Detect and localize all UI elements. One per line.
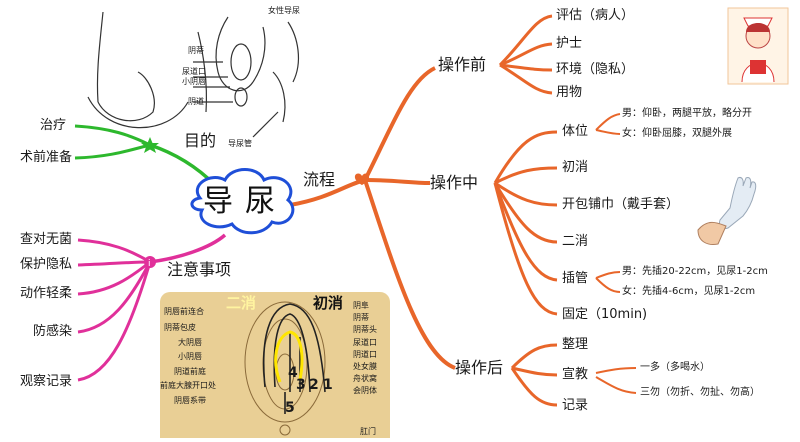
- before-item-4: 用物: [556, 85, 583, 100]
- purpose-label: 目的: [184, 131, 217, 150]
- anatomy-right-1: 阴阜: [353, 301, 369, 310]
- anatomy-right-8: 会阴体: [353, 386, 377, 395]
- notes-item-4: 防感染: [33, 324, 73, 339]
- after-educate: 宣教: [562, 367, 589, 382]
- insert-female: 女：先插4-6cm，见尿1-2cm: [622, 286, 756, 297]
- glove-icon: [697, 177, 757, 245]
- insert-label: 插管: [562, 271, 589, 286]
- notes-item-2: 保护隐私: [20, 257, 73, 272]
- after-tidy: 整理: [562, 337, 589, 352]
- anatomy-right-6: 处女膜: [353, 362, 377, 371]
- educate-three-nots: 三勿（勿折、勿扯、勿高）: [640, 387, 760, 398]
- anatomy-drawing: [244, 301, 326, 436]
- cloud-shape: [190, 168, 295, 235]
- anatomy-diagram: 阴唇前连合 阴蒂包皮 大阴唇 小阴唇 阴道前庭 前庭大腺开口处 阴唇系带 阴阜 …: [160, 292, 390, 438]
- anatomy-left-7: 阴唇系带: [174, 396, 206, 405]
- anatomy-left-6: 前庭大腺开口处: [160, 381, 216, 390]
- before-item-3: 环境（隐私）: [556, 62, 635, 77]
- heart-icon: [354, 173, 370, 185]
- sketch-label-4: 阴道: [188, 97, 204, 106]
- center-title: 导尿: [203, 184, 287, 219]
- order-number-1: 1: [323, 377, 333, 393]
- sketch-label-2: 尿道口: [182, 67, 206, 76]
- purpose-item-2: 术前准备: [20, 150, 73, 165]
- purpose-item-1: 治疗: [40, 118, 67, 133]
- anatomy-left-3: 大阴唇: [178, 338, 202, 347]
- position-label: 体位: [562, 124, 589, 139]
- open-pack: 开包铺巾（戴手套）: [562, 197, 680, 212]
- anatomy-left-4: 小阴唇: [178, 352, 202, 361]
- second-disinfect: 二消: [562, 234, 589, 249]
- sketch-drawing: [87, 11, 299, 138]
- anatomy-right-4: 尿道口: [353, 338, 377, 347]
- anatomy-left-2: 阴蒂包皮: [164, 323, 196, 332]
- sketch-label-3: 小阴唇: [182, 77, 206, 86]
- position-male: 男：仰卧，两腿平放，略分开: [622, 108, 752, 119]
- order-number-2: 2: [309, 377, 319, 393]
- star-icon: [141, 137, 159, 153]
- insert-male: 男：先插20-22cm，见尿1-2cm: [622, 266, 768, 277]
- order-number-4: 4: [288, 365, 298, 381]
- anatomy-left-1: 阴唇前连合: [164, 307, 204, 316]
- stage-after-label: 操作后: [455, 358, 504, 377]
- before-item-2: 护士: [556, 36, 583, 51]
- sketch-label-5: 导尿管: [228, 139, 252, 148]
- notes-label: 注意事项: [167, 260, 232, 279]
- order-number-3: 3: [296, 377, 306, 393]
- anatomy-right-7: 舟状窝: [353, 374, 377, 383]
- nurse-illustration: [722, 2, 794, 88]
- info-icon: [144, 256, 156, 268]
- stage-before-label: 操作前: [438, 55, 487, 74]
- before-item-1: 评估（病人）: [556, 8, 635, 23]
- svg-text:i: i: [148, 259, 151, 269]
- anatomy-right-9: 肛门: [360, 427, 376, 436]
- fix-label: 固定（10min): [562, 307, 648, 322]
- process-label: 流程: [303, 170, 336, 189]
- catheterization-sketch: 女性导尿 阴蒂 尿道口 小阴唇 阴道 导尿管: [78, 2, 323, 152]
- nurse-icon: [727, 7, 789, 85]
- after-record: 记录: [562, 398, 589, 413]
- order-number-5: 5: [285, 400, 295, 416]
- anatomy-right-3: 阴蒂头: [353, 325, 377, 334]
- anatomy-left-5: 阴道前庭: [174, 367, 206, 376]
- first-disinfect: 初消: [562, 160, 589, 175]
- notes-item-5: 观察记录: [20, 374, 73, 389]
- sketch-title: 女性导尿: [268, 6, 300, 15]
- anatomy-right-5: 阴道口: [353, 350, 377, 359]
- anatomy-right-2: 阴蒂: [353, 313, 369, 322]
- overlay-first-disinfect: 初消: [313, 294, 344, 312]
- overlay-second-disinfect: 二消: [226, 294, 257, 312]
- stage-during-label: 操作中: [430, 173, 479, 192]
- notes-item-1: 查对无菌: [20, 232, 73, 247]
- sketch-label-1: 阴蒂: [188, 46, 204, 55]
- educate-more: 一多（多喝水）: [640, 362, 710, 373]
- glove-illustration: [688, 168, 768, 248]
- notes-item-3: 动作轻柔: [20, 286, 73, 301]
- position-female: 女：仰卧屈膝，双腿外展: [622, 128, 732, 139]
